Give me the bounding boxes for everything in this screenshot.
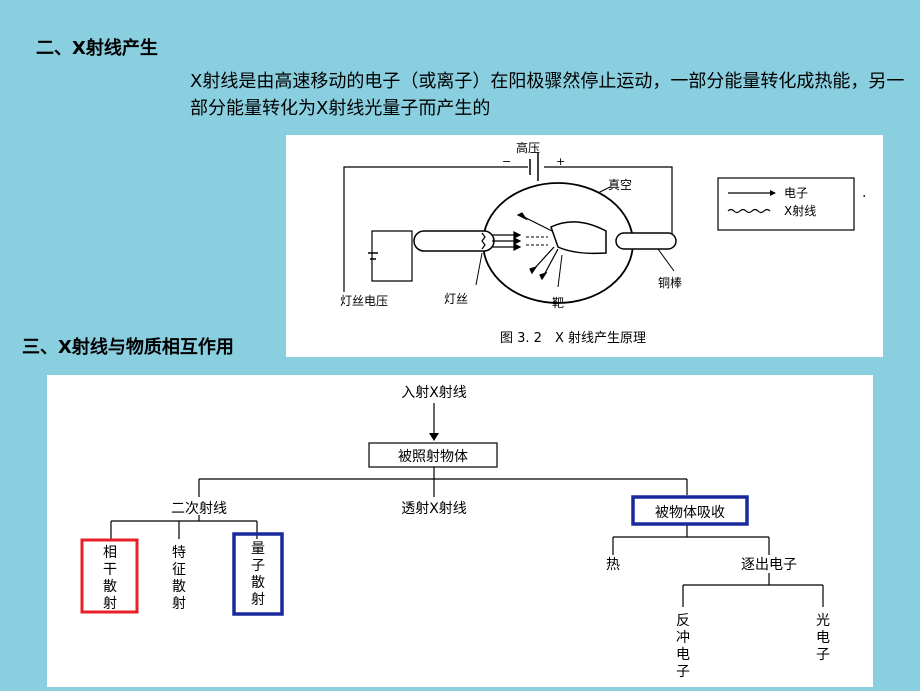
- recoil-electron-label: 反冲电子: [676, 613, 690, 680]
- section-heading-xray-generation: 二、X射线产生: [36, 38, 158, 59]
- transmitted-xray-label: 透射X射线: [401, 501, 467, 517]
- quantum-scatter-label: 量子散射: [251, 541, 265, 608]
- heat-label: 热: [606, 557, 620, 573]
- xray-tube-figure: 高压 − + 真空 灯丝: [286, 135, 883, 357]
- xray-tube-diagram: 高压 − + 真空 灯丝: [340, 140, 866, 346]
- figure1-caption: 图 3. 2 X 射线产生原理: [500, 330, 646, 346]
- interaction-tree-figure: 入射X射线 被照射物体 二次射线 透射X射线 被物体吸收 热 逐出电子 相干散射…: [47, 375, 873, 687]
- high-voltage-label: 高压: [516, 140, 540, 155]
- vacuum-label: 真空: [608, 178, 632, 192]
- interaction-tree-diagram: 入射X射线 被照射物体 二次射线 透射X射线 被物体吸收 热 逐出电子 相干散射…: [80, 385, 830, 680]
- copper-rod-label: 铜棒: [658, 275, 682, 290]
- filament-voltage-label: 灯丝电压: [340, 294, 388, 308]
- filament-label: 灯丝: [444, 292, 468, 306]
- escape-electron-label: 逐出电子: [741, 557, 797, 573]
- quantum-highlight-box: [232, 532, 284, 616]
- section-heading-interaction: 三、X射线与物质相互作用: [22, 337, 234, 358]
- plus-sign: +: [556, 155, 565, 168]
- characteristic-scatter-label: 特征散射: [172, 545, 186, 612]
- minus-sign: −: [502, 155, 511, 168]
- irradiated-object-label: 被照射物体: [398, 449, 468, 465]
- legend-xray-label: X射线: [784, 203, 816, 218]
- coherent-scatter-label: 相干散射: [103, 545, 117, 612]
- coherent-highlight-box: [80, 538, 139, 614]
- intro-paragraph: X射线是由高速移动的电子（或离子）在阳极骤然停止运动，一部分能量转化成热能，另一…: [190, 71, 905, 119]
- dot-mark: ·: [862, 189, 866, 205]
- figure-legend: 电子 X射线: [717, 177, 855, 231]
- target-label: 靶: [552, 296, 564, 310]
- absorbed-label: 被物体吸收: [655, 505, 725, 521]
- photoelectron-label: 光电子: [816, 613, 830, 663]
- incident-xray-label: 入射X射线: [401, 385, 467, 401]
- absorbed-highlight-box: [631, 495, 749, 526]
- legend-electron-label: 电子: [784, 186, 808, 200]
- secondary-ray-label: 二次射线: [171, 501, 227, 517]
